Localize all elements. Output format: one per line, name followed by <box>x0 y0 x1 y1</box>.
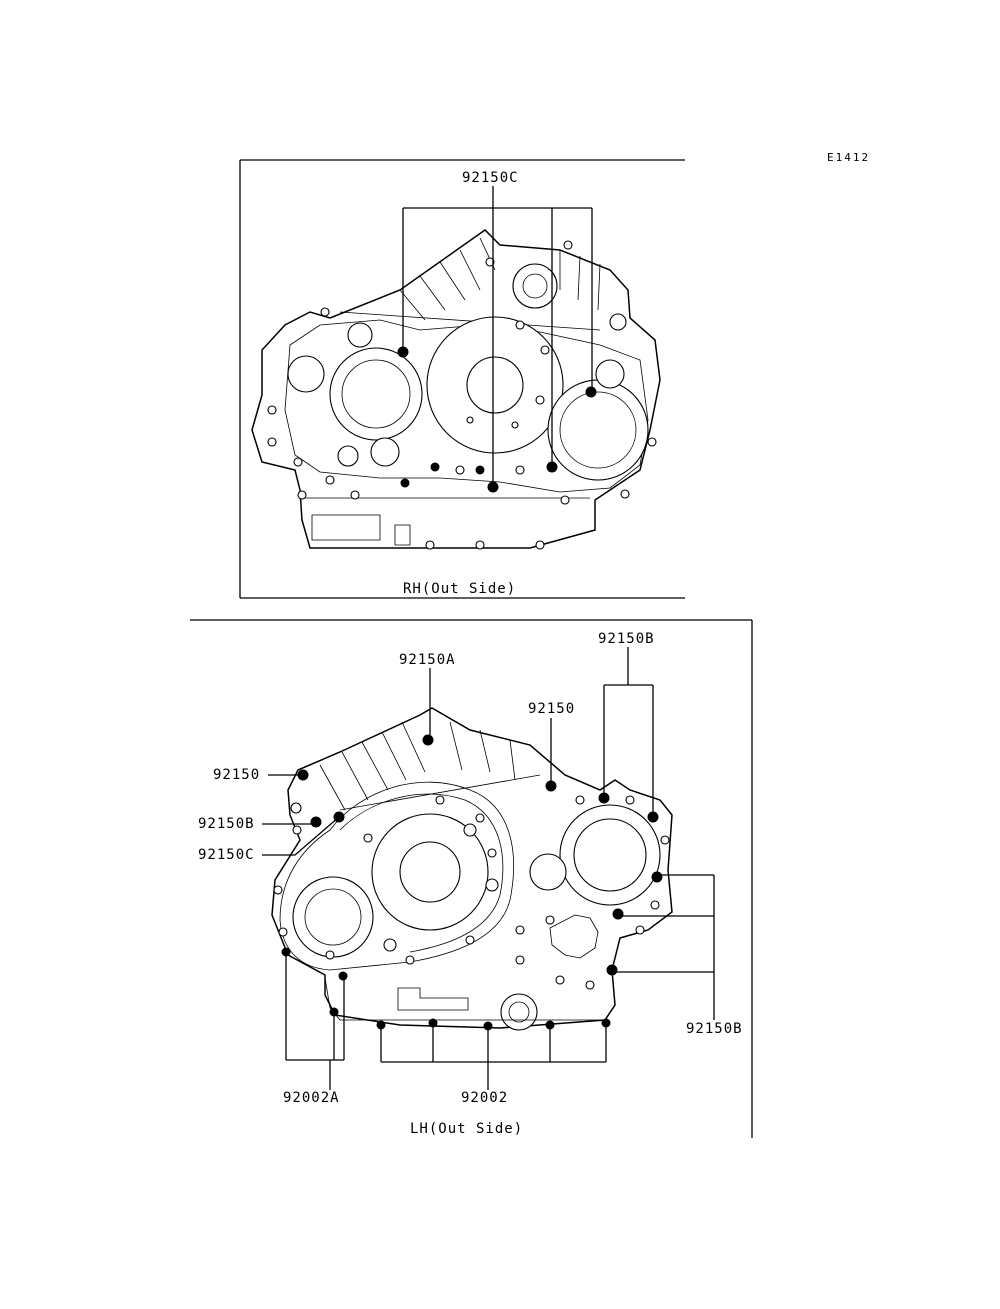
rh-panel-frame <box>239 159 685 599</box>
lh-callout-92150c-left: 92150C <box>198 847 255 863</box>
lh-callout-92002: 92002 <box>461 1090 509 1106</box>
lh-callout-92002a: 92002A <box>283 1090 340 1106</box>
lh-callout-92150a: 92150A <box>399 652 456 668</box>
rh-crankcase-drawing <box>251 229 661 550</box>
lh-leader-lines <box>262 645 715 1090</box>
diagram-id: E1412 <box>827 150 871 166</box>
rh-leader-lines <box>402 185 593 487</box>
lh-callout-92150-left: 92150 <box>213 767 261 783</box>
lh-panel-frame <box>190 619 753 1138</box>
rh-callout-92150c: 92150C <box>462 170 519 186</box>
lh-panel-caption: LH(Out Side) <box>410 1121 524 1137</box>
lh-callout-92150b-top: 92150B <box>598 631 655 647</box>
lh-callout-92150b-left: 92150B <box>198 816 255 832</box>
rh-panel-caption: RH(Out Side) <box>403 581 517 597</box>
lh-callout-92150-center: 92150 <box>528 701 576 717</box>
lh-callout-92150b-right: 92150B <box>686 1021 743 1037</box>
lh-crankcase-drawing <box>271 707 673 1031</box>
